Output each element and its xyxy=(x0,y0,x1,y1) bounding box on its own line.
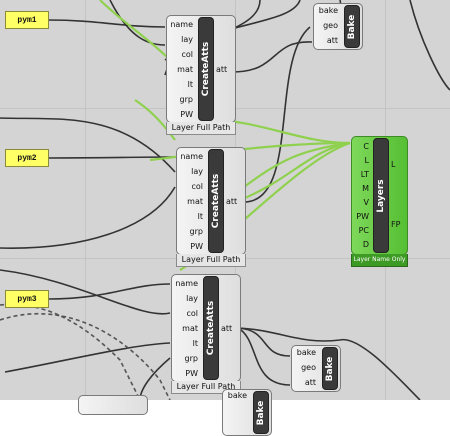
bake-component-1[interactable]: Bake bake geo att xyxy=(313,3,363,50)
input-name[interactable]: name xyxy=(170,20,193,29)
input-bake[interactable]: bake xyxy=(227,391,247,400)
input-pc[interactable]: PC xyxy=(358,226,369,235)
input-name[interactable]: name xyxy=(180,152,203,161)
component-title: CreateAtts xyxy=(206,300,216,356)
output-att[interactable]: att xyxy=(226,197,238,206)
input-att[interactable]: att xyxy=(326,36,338,45)
input-d[interactable]: D xyxy=(362,240,369,249)
input-l[interactable]: L xyxy=(364,156,369,165)
selected-wire xyxy=(239,141,351,202)
component-caption: Layer Full Path xyxy=(166,122,236,135)
input-grp[interactable]: grp xyxy=(184,354,198,363)
component-title: Bake xyxy=(256,400,266,425)
bake-component-3[interactable]: Bake bake xyxy=(222,389,272,436)
wire xyxy=(409,0,450,91)
wire xyxy=(139,357,171,400)
input-mat[interactable]: mat xyxy=(177,65,193,74)
input-lt[interactable]: lt xyxy=(197,212,203,221)
createatts-component-1[interactable]: CreateAtts name lay col mat lt grp PW at… xyxy=(166,15,236,135)
partial-component[interactable] xyxy=(78,395,148,415)
input-mat[interactable]: mat xyxy=(182,324,198,333)
selected-wire xyxy=(239,141,351,191)
wire xyxy=(0,117,176,173)
input-att[interactable]: att xyxy=(304,378,316,387)
output-att[interactable]: att xyxy=(221,324,233,333)
input-pw[interactable]: PW xyxy=(356,212,369,221)
component-body xyxy=(78,395,148,415)
wire xyxy=(47,19,166,28)
input-name[interactable]: name xyxy=(175,279,198,288)
panel-pym2[interactable]: pym2 xyxy=(5,149,49,167)
wire xyxy=(0,186,176,249)
createatts-component-2[interactable]: CreateAtts name lay col mat lt grp PW at… xyxy=(176,147,246,267)
component-title: Layers xyxy=(376,178,386,213)
input-lay[interactable]: lay xyxy=(191,167,203,176)
wire xyxy=(237,327,421,400)
wire xyxy=(109,0,166,46)
component-core: Bake xyxy=(253,391,269,434)
input-geo[interactable]: geo xyxy=(323,21,338,30)
component-core: CreateAtts xyxy=(198,17,214,121)
component-core: Layers xyxy=(373,138,389,253)
bake-component-2[interactable]: Bake bake geo att xyxy=(291,345,341,392)
output-fp[interactable]: FP xyxy=(391,220,401,229)
dashed-wire xyxy=(0,312,171,400)
input-mat[interactable]: mat xyxy=(187,197,203,206)
panel-pym1[interactable]: pym1 xyxy=(5,11,49,29)
wire xyxy=(237,327,291,357)
component-core: Bake xyxy=(322,347,338,390)
wire xyxy=(0,269,171,315)
component-title: Bake xyxy=(347,14,357,39)
component-core: Bake xyxy=(344,5,360,48)
input-col[interactable]: col xyxy=(186,309,198,318)
component-title: Bake xyxy=(325,356,335,381)
input-bake[interactable]: bake xyxy=(296,348,316,357)
input-col[interactable]: col xyxy=(191,182,203,191)
layers-component[interactable]: Layers C L LT M V PW PC D L FP Layer Nam… xyxy=(351,136,408,267)
dashed-wire xyxy=(0,303,141,400)
selected-wire xyxy=(134,99,176,141)
input-geo[interactable]: geo xyxy=(301,363,316,372)
component-title: CreateAtts xyxy=(201,41,211,97)
panel-pym3[interactable]: pym3 xyxy=(5,290,49,308)
wire xyxy=(47,156,176,159)
output-l[interactable]: L xyxy=(391,160,396,169)
input-bake[interactable]: bake xyxy=(318,6,338,15)
input-lay[interactable]: lay xyxy=(186,294,198,303)
input-pw[interactable]: PW xyxy=(190,242,203,251)
input-grp[interactable]: grp xyxy=(179,95,193,104)
selected-wire xyxy=(99,0,169,59)
createatts-component-3[interactable]: CreateAtts name lay col mat lt grp PW at… xyxy=(171,274,241,394)
component-core: CreateAtts xyxy=(203,276,219,380)
input-lt[interactable]: lt xyxy=(192,339,198,348)
input-c[interactable]: C xyxy=(363,142,369,151)
input-pw[interactable]: PW xyxy=(180,110,193,119)
input-lt[interactable]: lt xyxy=(187,80,193,89)
wire xyxy=(47,283,171,300)
wire xyxy=(231,41,313,73)
output-att[interactable]: att xyxy=(216,65,228,74)
wire xyxy=(4,342,171,373)
component-caption: Layer Full Path xyxy=(176,254,246,267)
component-title: CreateAtts xyxy=(211,173,221,229)
input-lt[interactable]: LT xyxy=(360,170,369,179)
input-grp[interactable]: grp xyxy=(189,227,203,236)
input-m[interactable]: M xyxy=(362,184,369,193)
input-pw[interactable]: PW xyxy=(185,369,198,378)
input-col[interactable]: col xyxy=(181,50,193,59)
input-v[interactable]: V xyxy=(363,198,369,207)
wire xyxy=(244,26,311,203)
input-lay[interactable]: lay xyxy=(181,35,193,44)
component-core: CreateAtts xyxy=(208,149,224,253)
wire xyxy=(237,327,291,386)
component-caption: Layer Name Only xyxy=(351,254,408,267)
